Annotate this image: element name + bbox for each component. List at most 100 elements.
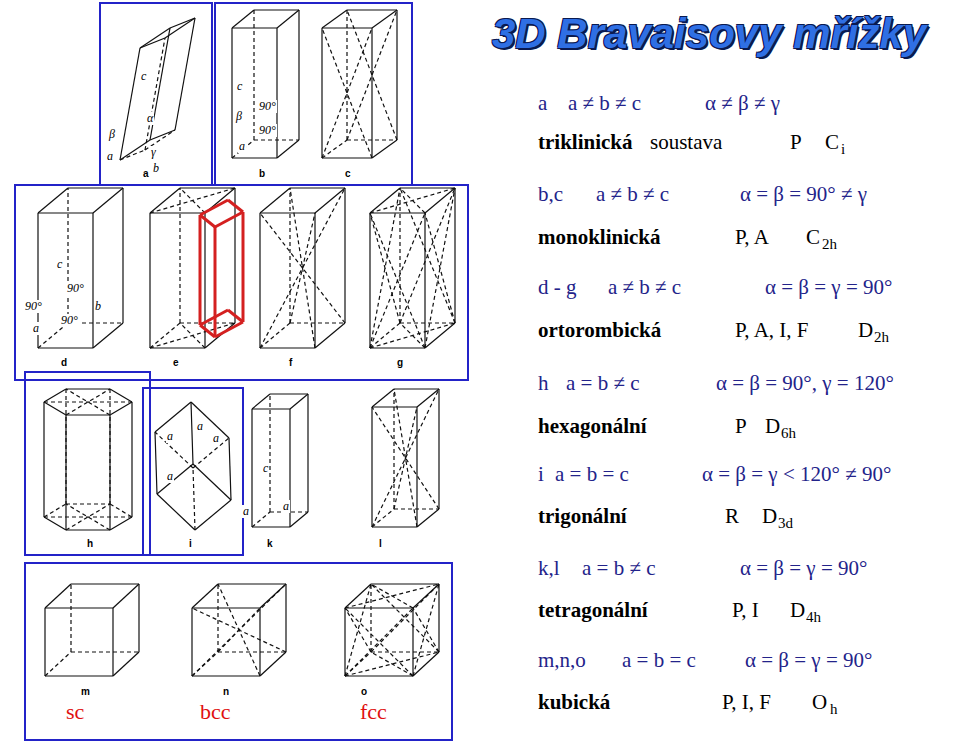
- lattice-parameters: a: [538, 92, 547, 115]
- subscript: 4h: [806, 609, 821, 626]
- symmetry-text: P, I: [732, 599, 759, 622]
- group-frame: [25, 563, 452, 740]
- lattice-type: fcc: [360, 700, 387, 724]
- cell-edge: [234, 188, 235, 323]
- lattice-parameters: a = b = c: [555, 463, 629, 486]
- cell-edge: [200, 325, 215, 337]
- cell-edge: [180, 187, 235, 188]
- cell-edge: [112, 608, 113, 676]
- group-frame: [215, 3, 412, 185]
- cell-edge: [438, 584, 439, 652]
- system-name: kubická: [538, 691, 610, 714]
- cell-edge: [122, 188, 123, 323]
- cell-edge: [394, 388, 439, 389]
- cell-edge: [424, 213, 425, 348]
- figure-letter: n: [222, 686, 230, 697]
- axis-label: a: [166, 430, 174, 443]
- cell-edge: [110, 402, 132, 415]
- cell-edge: [131, 402, 132, 517]
- cell-edge: [346, 10, 347, 140]
- cell-edge: [371, 584, 439, 652]
- lattice-parameters: a = b ≠ c: [566, 372, 640, 395]
- cell-edge: [218, 583, 286, 584]
- figure-letter: h: [86, 538, 94, 549]
- axis-label: b: [94, 300, 102, 313]
- cell-edge: [44, 504, 66, 517]
- subscript: i: [841, 141, 845, 158]
- cell-edge: [259, 608, 260, 676]
- cell-edge: [93, 323, 123, 348]
- system-name: triklinická: [538, 131, 633, 154]
- cell-edge: [289, 188, 290, 323]
- cell-edge: [45, 675, 113, 676]
- cell-edge: [150, 130, 175, 140]
- cell-edge: [200, 200, 228, 215]
- axis-label: c: [262, 462, 269, 475]
- cell-edge: [195, 500, 231, 530]
- cell-edge: [43, 402, 44, 517]
- cell-edge: [45, 652, 71, 676]
- cell-edge: [347, 10, 397, 140]
- symmetry-text: D: [858, 319, 873, 342]
- cell-edge: [260, 188, 290, 213]
- cell-edge: [370, 323, 455, 348]
- figure-letter: i: [188, 538, 193, 549]
- lattice-parameters: h: [538, 372, 549, 395]
- axis-label: β: [108, 128, 116, 141]
- cell-edge: [157, 494, 195, 530]
- cell-edge: [38, 188, 68, 213]
- lattice-parameters: m,n,o: [538, 649, 586, 672]
- cell-edge: [179, 188, 180, 323]
- cell-edge: [45, 584, 71, 608]
- cell-edge: [192, 584, 218, 608]
- group-frame: [100, 3, 212, 185]
- cell-edge: [416, 407, 417, 527]
- axis-label: 90°: [24, 300, 43, 313]
- subscript: 3d: [778, 515, 793, 532]
- axis-label: c: [236, 80, 243, 93]
- system-name: ortorombická: [538, 319, 661, 342]
- cell-edge: [347, 10, 397, 140]
- cell-edge: [44, 389, 66, 402]
- axis-label: a: [196, 420, 204, 433]
- subscript: 2h: [874, 329, 889, 346]
- cell-edge: [372, 407, 439, 509]
- lattice-type: bcc: [200, 700, 231, 724]
- cell-edge: [150, 323, 180, 348]
- cell-edge: [66, 529, 110, 530]
- symmetry-text: R: [725, 505, 739, 528]
- cell-edge: [370, 347, 425, 348]
- cell-edge: [412, 608, 413, 676]
- cell-edge: [120, 48, 140, 160]
- cell-edge: [290, 394, 308, 409]
- cell-edge: [252, 512, 270, 527]
- cell-edge: [259, 213, 260, 348]
- symmetry-text: P: [790, 131, 802, 154]
- figure-letter: f: [288, 357, 293, 368]
- axis-label: 90°: [60, 314, 79, 327]
- figure-letter: c: [344, 168, 352, 179]
- subscript: h: [830, 701, 838, 718]
- cell-edge: [215, 212, 243, 227]
- axis-label: 90°: [66, 282, 85, 295]
- cell-edge: [371, 407, 372, 527]
- cell-edge: [372, 140, 397, 158]
- cell-edge: [290, 512, 308, 527]
- cell-edge: [232, 10, 254, 28]
- axis-label: a: [166, 470, 174, 483]
- lattice-parameters: α = β = γ = 90°: [765, 276, 892, 299]
- cell-edge: [150, 347, 205, 348]
- cell-edge: [290, 187, 345, 188]
- lattice-parameters: i: [538, 463, 544, 486]
- cell-edge: [229, 438, 231, 500]
- symmetry-text: P, A, I, F: [735, 319, 809, 342]
- cell-edge: [315, 188, 345, 213]
- cell-edge: [307, 394, 308, 512]
- cell-edge: [45, 607, 113, 608]
- cell-edge: [345, 608, 413, 676]
- cell-edge: [345, 584, 439, 608]
- system-name: trigonální: [538, 505, 627, 528]
- cell-edge: [321, 28, 322, 158]
- lattice-type: sc: [66, 700, 84, 724]
- cell-edge: [218, 651, 286, 652]
